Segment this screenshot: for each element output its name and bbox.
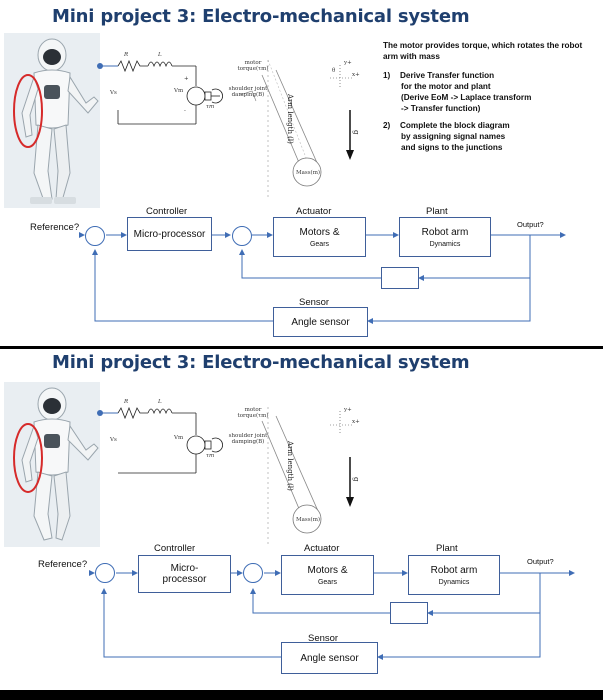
resistor-label: R <box>124 52 129 58</box>
inductor-label: L <box>158 399 162 405</box>
y-axis-label: y+ <box>344 60 352 66</box>
reference-label: Reference? <box>38 559 88 570</box>
task-1: 1)Derive Transfer function for the motor… <box>383 71 532 113</box>
mass-label: Mass(m) <box>296 170 321 176</box>
motor-torque-label: motor torque(τm) <box>237 60 269 72</box>
empty-feedback-box <box>381 267 419 289</box>
plant-title: Plant <box>426 206 448 217</box>
x-axis-label: x+ <box>352 419 360 425</box>
task-2: 2)Complete the block diagram by assignin… <box>383 121 510 152</box>
x-axis-label: x+ <box>352 72 360 78</box>
controller-box: Micro- processor <box>138 555 231 593</box>
slide-title: Mini project 3: Electro-mechanical syste… <box>52 352 470 373</box>
block-diagram-lines <box>79 232 566 324</box>
actuator-title: Actuator <box>304 543 340 554</box>
resistor-label: R <box>124 399 129 405</box>
mass-label: Mass(m) <box>296 517 321 523</box>
plant-box: Robot arm Dynamics <box>399 217 491 257</box>
vs-label: Vs <box>110 90 117 96</box>
sensor-title: Sensor <box>308 633 339 644</box>
summing-junction-2[interactable] <box>243 563 263 583</box>
sensor-box: Angle sensor <box>281 642 378 674</box>
sensor-box: Angle sensor <box>273 307 368 337</box>
instructions-text: The motor provides torque, which rotates… <box>383 40 598 159</box>
tm-label: τm <box>206 453 215 459</box>
actuator-box: Motors & Gears <box>273 217 366 257</box>
summing-junction-2[interactable] <box>232 226 252 246</box>
sensor-title: Sensor <box>299 297 330 308</box>
tm-label: τm <box>206 104 215 110</box>
vm-label: Vm <box>174 88 184 94</box>
slide-top: Mini project 3: Electro-mechanical syste… <box>0 0 603 346</box>
plus-label: + <box>184 76 189 82</box>
controller-box: Micro-processor <box>127 217 212 251</box>
output-label: Output? <box>517 220 544 229</box>
minus-label: - <box>184 108 186 114</box>
summing-junction-1[interactable] <box>85 226 105 246</box>
shoulder-damping-label: shoulder joint damping(B) <box>228 86 268 98</box>
actuator-box: Motors & Gears <box>281 555 374 595</box>
plant-title: Plant <box>436 543 458 554</box>
motor-circuit-diagram <box>97 406 354 544</box>
vs-label: Vs <box>110 437 117 443</box>
empty-feedback-box <box>390 602 428 624</box>
y-axis-label: y+ <box>344 407 352 413</box>
summing-junction-1[interactable] <box>95 563 115 583</box>
plant-box: Robot arm Dynamics <box>408 555 500 595</box>
block-diagram-lines <box>89 570 575 660</box>
inductor-label: L <box>158 52 162 58</box>
theta-label: θ <box>332 68 336 74</box>
motor-torque-label: motor torque(τm) <box>237 407 269 419</box>
motor-circuit-diagram <box>97 59 354 200</box>
vm-label: Vm <box>174 435 184 441</box>
controller-title: Controller <box>146 206 188 217</box>
controller-title: Controller <box>154 543 196 554</box>
shoulder-damping-label: shoulder joint damping(B) <box>228 433 268 445</box>
actuator-title: Actuator <box>296 206 332 217</box>
robot-illustration <box>4 33 100 208</box>
slide-bottom: Mini project 3: Electro-mechanical syste… <box>0 349 603 690</box>
intro-text: The motor provides torque, which rotates… <box>383 41 583 61</box>
reference-label: Reference? <box>30 222 80 233</box>
robot-illustration <box>4 382 100 547</box>
output-label: Output? <box>527 557 554 566</box>
slide-title: Mini project 3: Electro-mechanical syste… <box>52 6 470 27</box>
